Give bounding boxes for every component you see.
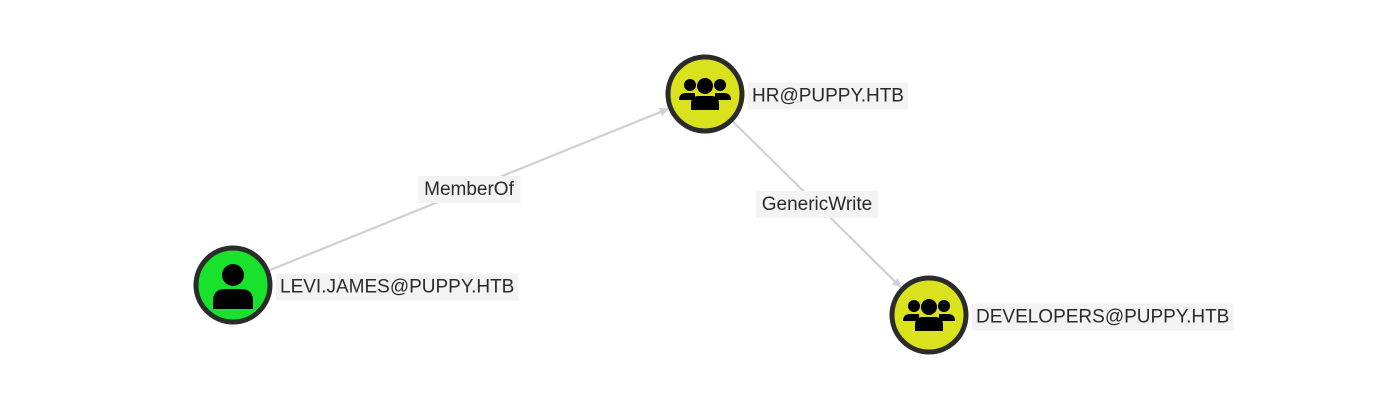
group-icon [679, 78, 731, 110]
node-label: HR@PUPPY.HTB [748, 82, 908, 110]
node-label-background [276, 273, 519, 301]
node-label-text: LEVI.JAMES@PUPPY.HTB [280, 277, 514, 298]
edge-label: MemberOf [418, 176, 521, 203]
node-levi[interactable]: LEVI.JAMES@PUPPY.HTB [193, 245, 519, 325]
edge-label-background [418, 176, 521, 203]
node-label: DEVELOPERS@PUPPY.HTB [972, 303, 1234, 331]
node-label-text: HR@PUPPY.HTB [752, 86, 904, 107]
group-icon [903, 299, 955, 331]
edge-label-text: MemberOf [424, 179, 514, 200]
edge-label-background [755, 191, 879, 218]
node-hr[interactable]: HR@PUPPY.HTB [665, 54, 908, 134]
user-icon [213, 264, 253, 309]
node-dev[interactable]: DEVELOPERS@PUPPY.HTB [889, 275, 1234, 355]
node-label: LEVI.JAMES@PUPPY.HTB [276, 273, 519, 301]
nodes-layer: LEVI.JAMES@PUPPY.HTB HR@PUPPY.HTB DEVELOPE… [193, 54, 1234, 355]
node-label-background [748, 82, 908, 110]
node-label-text: DEVELOPERS@PUPPY.HTB [976, 307, 1229, 328]
edge-label: GenericWrite [755, 191, 879, 218]
edge-genericwrite[interactable]: GenericWrite [731, 120, 902, 288]
edge-memberof[interactable]: MemberOf [268, 107, 669, 272]
node-label-background [972, 303, 1234, 331]
edge-label-text: GenericWrite [762, 194, 873, 215]
